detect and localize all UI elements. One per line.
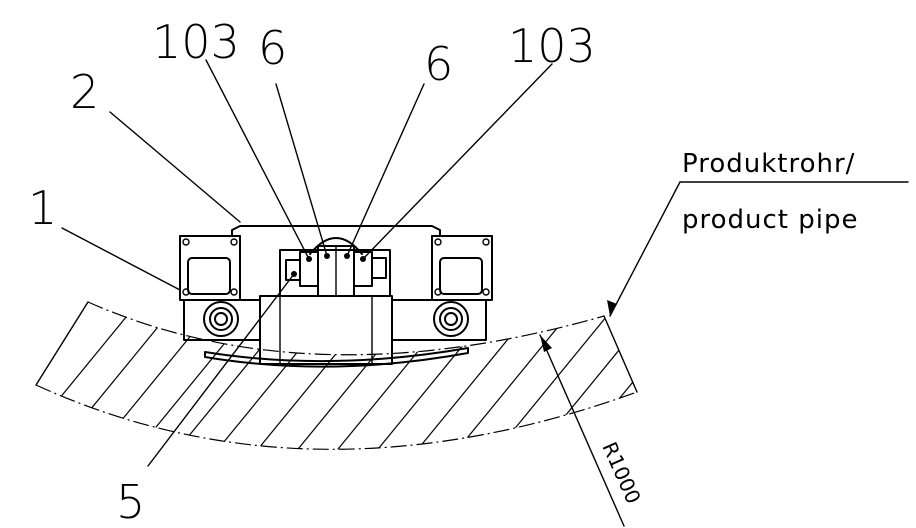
callout-6-left: 6 bbox=[258, 21, 287, 75]
callout-103-right: 103 bbox=[508, 19, 596, 73]
leader-lines bbox=[61, 59, 909, 527]
bolt-left bbox=[203, 301, 239, 337]
pipe-label-line1: Produktrohr/ bbox=[682, 149, 855, 179]
callout-2: 2 bbox=[70, 65, 99, 119]
clamp-assembly bbox=[179, 225, 493, 365]
pipe-label-line2: product pipe bbox=[682, 205, 859, 235]
callout-numbers: 1 2 103 6 6 103 5 bbox=[28, 15, 596, 528]
pipe-label: Produktrohr/ product pipe bbox=[682, 149, 859, 235]
callout-103-left: 103 bbox=[152, 15, 240, 69]
callout-5: 5 bbox=[116, 475, 145, 528]
callout-1: 1 bbox=[28, 181, 57, 235]
bolt-right bbox=[433, 301, 469, 337]
callout-6-right: 6 bbox=[424, 37, 453, 91]
radius-label: R1000 bbox=[597, 438, 645, 507]
